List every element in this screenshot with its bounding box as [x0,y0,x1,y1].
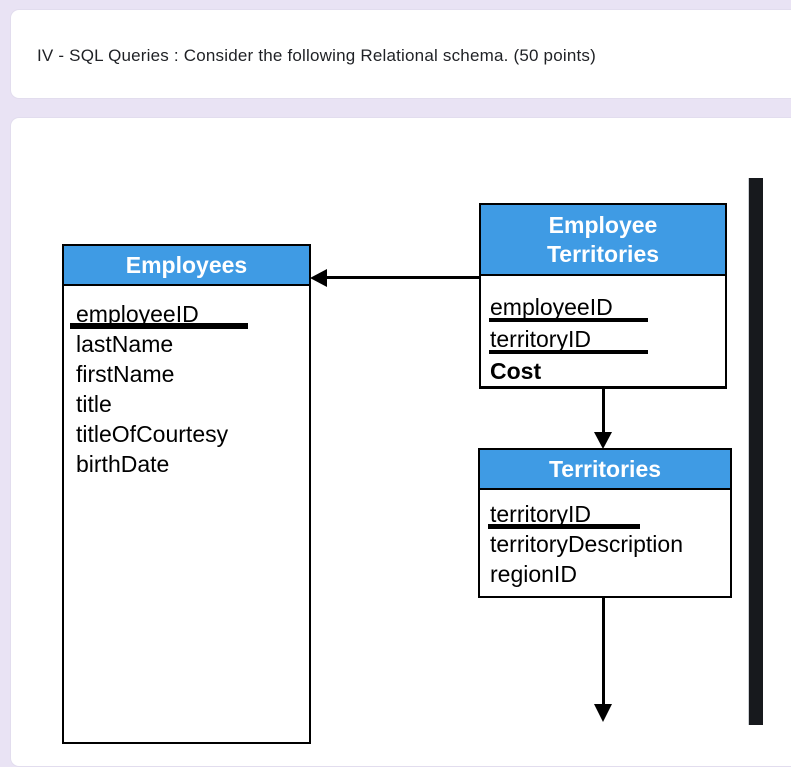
field-row: regionID [490,561,577,587]
fk-arrow-from-territories-arrowhead-icon [594,704,612,722]
fk-arrow-from-territories-line [602,598,605,706]
table-employees-header: Employees [64,246,309,286]
relational-schema-diagram: Employees employeeID lastName firstName … [62,178,763,744]
table-employees-fields: employeeID lastName firstName title titl… [64,286,309,479]
field-row: employeeID [70,299,309,329]
primary-key-underline [489,318,648,322]
field-row: birthDate [76,451,170,477]
field-row: title [76,391,112,417]
field-row: territoryID [489,325,725,357]
fk-arrow-to-territories-arrowhead-icon [594,432,612,449]
table-employee-territories-header: Employee Territories [481,205,725,276]
table-employees: Employees employeeID lastName firstName … [62,244,311,744]
fk-arrow-to-employees-line [326,276,479,279]
field-row: territoryID [488,500,730,530]
field-row: territoryDescription [490,531,683,557]
field-row: firstName [76,361,175,387]
question-title: IV - SQL Queries : Consider the followin… [37,46,596,65]
field-row: employeeID [489,293,725,325]
field-row: titleOfCourtesy [76,421,229,447]
field-row: Cost [490,358,542,384]
table-employee-territories: Employee Territories employeeID territor… [479,203,727,389]
table-territories-fields: territoryID territoryDescription regionI… [480,490,730,590]
question-card: IV - SQL Queries : Consider the followin… [10,9,791,99]
fk-arrow-to-territories-line [602,387,605,434]
primary-key-underline [488,524,640,529]
table-territories-header: Territories [480,450,730,490]
table-territories: Territories territoryID territoryDescrip… [478,448,732,598]
table-employee-territories-fields: employeeID territoryID Cost [481,276,725,389]
fk-arrow-to-employees-arrowhead-icon [310,269,327,287]
primary-key-underline [489,350,648,354]
scanned-image-dark-edge [748,178,763,725]
field-row: lastName [76,331,174,357]
primary-key-underline [70,323,248,329]
